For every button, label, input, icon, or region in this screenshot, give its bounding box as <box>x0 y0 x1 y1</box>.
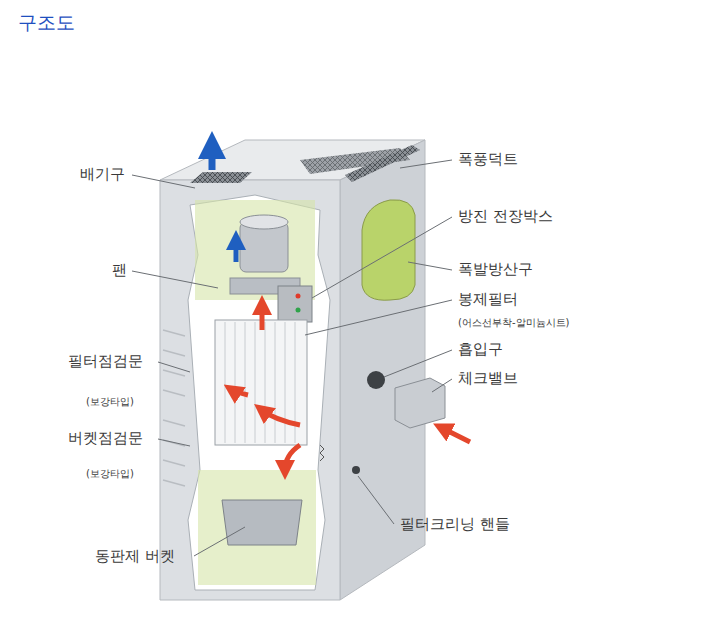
label-wrap: (보강타입) <box>86 390 134 409</box>
spring <box>320 445 324 461</box>
label-wrap: 폭발방산구 <box>458 259 533 278</box>
fan-motor <box>230 215 300 294</box>
part-label: 폭풍덕트 <box>458 150 518 168</box>
label-wrap: 버켓점검문 <box>68 428 143 447</box>
label-wrap: 흡입구 <box>458 339 503 358</box>
part-label: 폭발방산구 <box>458 260 533 278</box>
exhaust-grille <box>190 172 252 183</box>
filter-bag <box>215 320 307 445</box>
door-ribs <box>163 330 185 486</box>
note-label: (보강타입) <box>86 396 134 407</box>
bucket <box>222 500 302 545</box>
part-label: 체크밸브 <box>458 369 518 387</box>
airflow <box>212 145 470 470</box>
check-valve <box>395 378 445 428</box>
label-wrap: 배기구 <box>80 164 125 183</box>
explosion-vent <box>362 200 415 300</box>
cleaning-handle <box>352 466 360 474</box>
label-wrap: 필터점검문 <box>68 351 143 370</box>
bucket-chamber <box>198 470 316 585</box>
housing <box>160 140 425 600</box>
part-label: 필터크리닝 핸들 <box>400 515 510 533</box>
label-wrap: 폭풍덕트 <box>458 149 518 168</box>
note-label: (어스선부착-알미늄시트) <box>458 317 569 328</box>
leader-lines <box>132 160 452 556</box>
label-wrap: 체크밸브 <box>458 368 518 387</box>
label-wrap: 봉제필터 <box>458 289 518 308</box>
label-wrap: (어스선부착-알미늄시트) <box>458 311 569 330</box>
label-wrap: (보강타입) <box>86 462 134 481</box>
part-label: 필터점검문 <box>68 352 143 370</box>
title-rule <box>15 46 665 48</box>
part-label: 봉제필터 <box>458 290 518 308</box>
page-title: 구조도 <box>18 10 75 36</box>
cutaway <box>188 195 330 590</box>
control-box <box>278 286 312 322</box>
housing-front <box>160 180 340 600</box>
title-wrap: 구조도 <box>18 10 75 36</box>
inlet <box>367 371 385 389</box>
part-label: 팬 <box>112 261 127 279</box>
label-wrap: 동판제 버켓 <box>95 546 175 565</box>
part-label: 배기구 <box>80 165 125 183</box>
label-wrap: 방진 전장박스 <box>458 206 553 225</box>
part-label: 흡입구 <box>458 340 503 358</box>
part-label: 동판제 버켓 <box>95 547 175 565</box>
fan-chamber <box>195 200 315 300</box>
part-label: 방진 전장박스 <box>458 207 553 225</box>
label-wrap: 팬 <box>112 260 127 279</box>
duct-grille <box>300 148 410 174</box>
note-label: (보강타입) <box>86 468 134 479</box>
part-label: 버켓점검문 <box>68 429 143 447</box>
label-wrap: 필터크리닝 핸들 <box>400 514 510 533</box>
